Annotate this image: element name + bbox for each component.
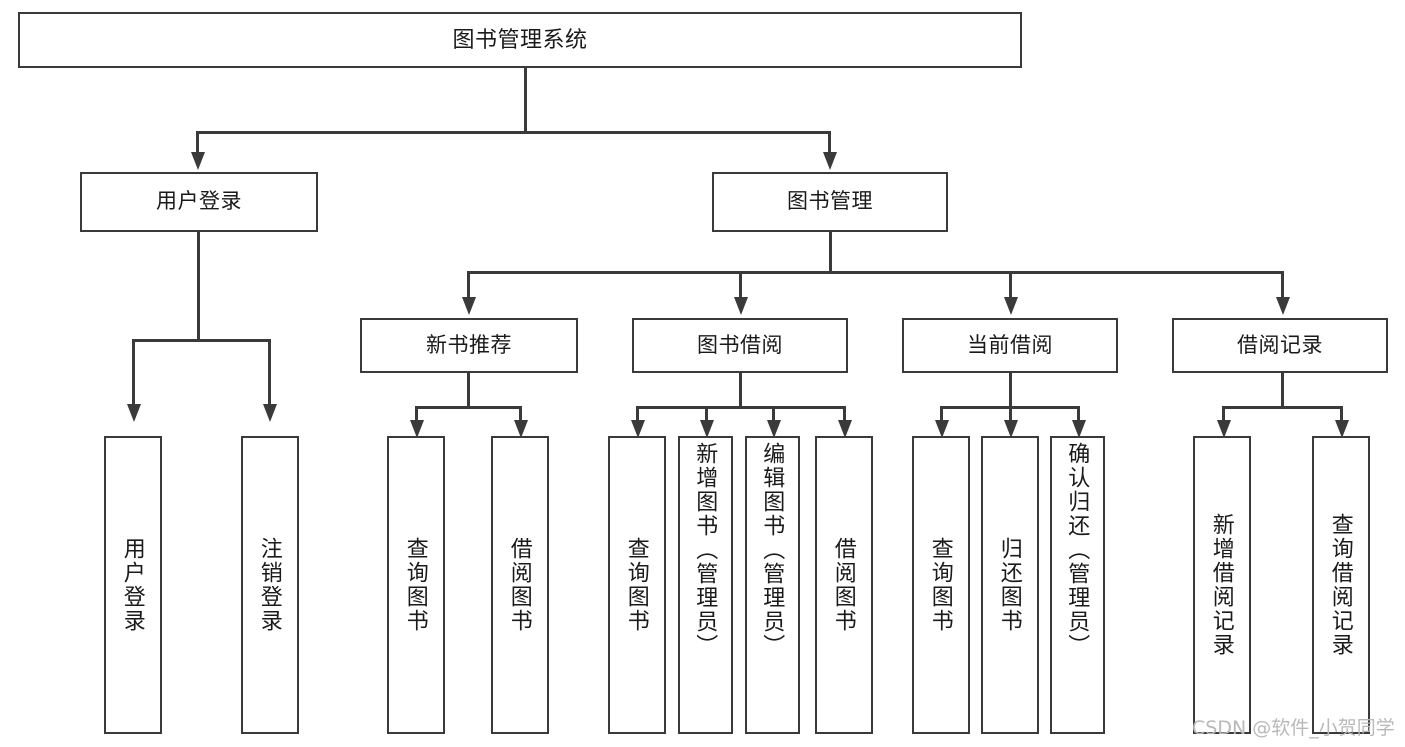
- arrow-to-leaf-borrow-edit: [767, 420, 781, 438]
- leaf-borrow-edit-book[interactable]: 编辑图书（管理员）: [745, 436, 800, 734]
- leaf-record-add[interactable]: 新增借阅记录: [1193, 436, 1251, 734]
- leaf-current-query-book[interactable]: 查询图书: [912, 436, 970, 734]
- connector-bb-drop-4: [843, 406, 846, 427]
- arrow-to-leaf-rec-search: [1335, 420, 1349, 438]
- leaf-current-confirm-return[interactable]: 确认归还（管理员）: [1050, 436, 1105, 734]
- connector-root-drop-left: [196, 131, 199, 156]
- arrow-to-book-borrow: [734, 297, 748, 315]
- connector-bm-drop-3: [1009, 271, 1012, 301]
- arrow-to-book-manage: [823, 152, 837, 170]
- arrow-to-current-borrow: [1004, 297, 1018, 315]
- connector-user-login-stem: [197, 232, 200, 342]
- connector-user-login-drop-2: [268, 339, 271, 409]
- leaf-record-search[interactable]: 查询借阅记录: [1312, 436, 1370, 734]
- connector-cb-drop-3: [1077, 406, 1080, 427]
- arrow-to-leaf-borrow-borrow: [838, 420, 852, 438]
- connector-nbr-stem: [467, 373, 470, 409]
- arrow-to-leaf-cur-query: [935, 420, 949, 438]
- connector-bb-drop-3: [772, 406, 775, 427]
- connector-root-drop-right: [828, 131, 831, 156]
- connector-br-drop-2: [1340, 406, 1343, 427]
- connector-cb-drop-1: [940, 406, 943, 427]
- connector-bm-drop-2: [739, 271, 742, 301]
- node-new-book-recommendation[interactable]: 新书推荐: [360, 318, 578, 373]
- connector-bb-drop-2: [705, 406, 708, 427]
- leaf-current-return-book[interactable]: 归还图书: [981, 436, 1039, 734]
- connector-br-stem: [1281, 373, 1284, 409]
- node-book-borrowing[interactable]: 图书借阅: [632, 318, 848, 373]
- arrow-to-leaf-rec-borrow: [514, 420, 528, 438]
- connector-br-drop-1: [1222, 406, 1225, 427]
- connector-root-stem: [524, 68, 527, 134]
- node-user-login[interactable]: 用户登录: [80, 172, 318, 232]
- connector-book-manage-bar: [467, 271, 1284, 274]
- arrow-to-leaf-user-login: [127, 404, 141, 422]
- arrow-to-leaf-rec-add: [1217, 420, 1231, 438]
- connector-book-manage-stem: [829, 232, 832, 274]
- csdn-watermark: CSDN @软件_小贺同学: [1192, 717, 1395, 739]
- node-borrow-record[interactable]: 借阅记录: [1172, 318, 1388, 373]
- leaf-new-book-borrow[interactable]: 借阅图书: [491, 436, 549, 734]
- connector-user-login-bar: [132, 339, 271, 342]
- connector-user-login-drop-1: [132, 339, 135, 409]
- arrow-to-borrow-record: [1276, 297, 1290, 315]
- connector-bm-drop-1: [467, 271, 470, 301]
- connector-bm-drop-4: [1281, 271, 1284, 301]
- arrow-to-leaf-logout: [263, 404, 277, 422]
- connector-bb-drop-1: [636, 406, 639, 427]
- connector-bb-bar: [636, 406, 845, 409]
- arrow-to-new-book-rec: [462, 297, 476, 315]
- connector-bb-stem: [739, 373, 742, 409]
- arrow-to-leaf-cur-return: [1004, 420, 1018, 438]
- connector-nbr-drop-1: [415, 406, 418, 427]
- leaf-user-login[interactable]: 用户登录: [104, 436, 162, 734]
- leaf-logout[interactable]: 注销登录: [241, 436, 299, 734]
- arrow-to-leaf-borrow-add: [700, 420, 714, 438]
- connector-cb-stem: [1009, 373, 1012, 409]
- connector-br-bar: [1222, 406, 1342, 409]
- arrow-to-leaf-rec-query: [410, 420, 424, 438]
- connector-nbr-bar: [415, 406, 522, 409]
- connector-cb-drop-2: [1009, 406, 1012, 427]
- connector-root-bar: [196, 131, 830, 134]
- node-root-book-management-system[interactable]: 图书管理系统: [18, 12, 1022, 68]
- arrow-to-user-login: [191, 152, 205, 170]
- leaf-borrow-query-book[interactable]: 查询图书: [608, 436, 666, 734]
- leaf-borrow-add-book[interactable]: 新增图书（管理员）: [678, 436, 733, 734]
- arrow-to-leaf-borrow-query: [631, 420, 645, 438]
- leaf-borrow-borrow-book[interactable]: 借阅图书: [815, 436, 873, 734]
- leaf-new-book-query[interactable]: 查询图书: [387, 436, 445, 734]
- arrow-to-leaf-cur-confirm: [1072, 420, 1086, 438]
- node-current-borrowing[interactable]: 当前借阅: [902, 318, 1118, 373]
- connector-nbr-drop-2: [519, 406, 522, 427]
- node-book-management[interactable]: 图书管理: [712, 172, 948, 232]
